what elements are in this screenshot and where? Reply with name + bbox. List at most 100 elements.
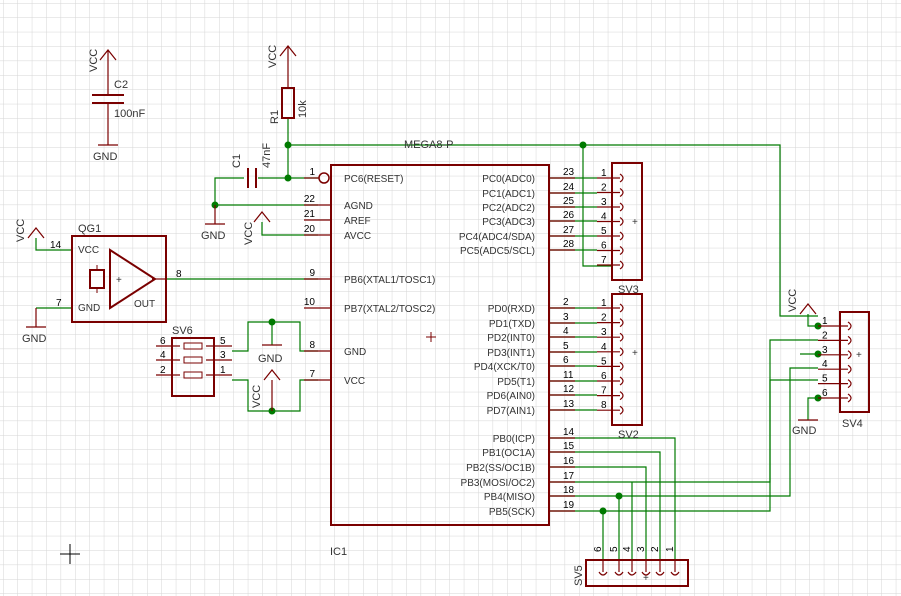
- capacitor-c2[interactable]: C2 100nF: [92, 79, 145, 125]
- header-pin-number: 2: [160, 365, 166, 376]
- header-pin-number: 3: [636, 546, 647, 552]
- svg-text:VCC: VCC: [15, 219, 27, 242]
- mcu-pin-number: 27: [563, 225, 575, 236]
- header-pin-number: 4: [822, 359, 828, 370]
- header-pin-socket: [641, 571, 651, 576]
- header-pin-socket: [614, 571, 624, 576]
- mcu-pin-number: 21: [304, 209, 316, 220]
- header-pin-number: 5: [822, 374, 828, 385]
- header-pin-number: 7: [601, 255, 607, 266]
- mcu-pin-number: 9: [309, 268, 315, 279]
- gnd-symbol: GND: [792, 419, 818, 437]
- resistor-r1[interactable]: R1 10k: [269, 87, 309, 124]
- svg-text:8: 8: [176, 269, 182, 280]
- mcu-pin-name: VCC: [344, 376, 365, 387]
- header-pin-pair: [183, 342, 203, 350]
- header-pin-number: 3: [601, 197, 607, 208]
- header-pin-number: 5: [220, 336, 226, 347]
- mcu-pin-number: 11: [563, 370, 574, 381]
- mcu-pin-name: PD5(T1): [497, 377, 535, 388]
- header-pin-socket: [619, 361, 624, 371]
- vcc-symbol: VCC: [243, 211, 271, 245]
- mcu-pin-number: 24: [563, 182, 575, 193]
- vcc-symbol: VCC: [15, 219, 45, 242]
- mcu-pin-number: 22: [304, 194, 316, 205]
- mcu-pin-number: 12: [563, 384, 575, 395]
- svg-text:C2: C2: [114, 79, 128, 91]
- oscillator-qg1[interactable]: QG1 VCC GND OUT + 14 7 8: [50, 223, 182, 323]
- mcu-pin-name: PB7(XTAL2/TOSC2): [344, 304, 435, 315]
- mcu-pin-name: PD0(RXD): [488, 304, 535, 315]
- header-pin-socket: [847, 393, 852, 403]
- header-pin-number: 3: [601, 327, 607, 338]
- mcu-pin-name: PC2(ADC2): [482, 203, 535, 214]
- header-pin-number: 2: [650, 546, 661, 552]
- svg-text:MEGA8-P: MEGA8-P: [404, 139, 454, 151]
- header-pin-number: 2: [822, 330, 828, 341]
- header-pin-number: 1: [601, 298, 607, 309]
- header-pin-number: 7: [601, 386, 607, 397]
- gnd-symbol: GND: [258, 344, 283, 365]
- header-pin-socket: [619, 391, 624, 401]
- gnd-symbol: GND: [22, 308, 47, 345]
- mcu-pin-number: 19: [563, 500, 575, 511]
- vcc-symbol: VCC: [251, 369, 281, 411]
- header-pin-pair: [183, 371, 203, 379]
- header-pin-number: 4: [601, 212, 607, 223]
- header-pin-number: 8: [601, 400, 607, 411]
- mcu-pin-name: PD7(AIN1): [487, 406, 535, 417]
- mcu-pin-name: PB4(MISO): [484, 492, 535, 503]
- header-pin-number: 5: [609, 546, 620, 552]
- mcu-pin-name: PC5(ADC5/SCL): [460, 246, 535, 257]
- header-pin-socket: [619, 188, 624, 197]
- svg-text:IC1: IC1: [330, 546, 347, 558]
- svg-text:VCC: VCC: [243, 222, 255, 245]
- header-pin-socket: [847, 379, 852, 389]
- mcu-pin-number: 10: [304, 297, 316, 308]
- header-pin-socket: [619, 303, 624, 313]
- origin-cross-icon: [60, 544, 80, 564]
- header-pin-socket: [619, 217, 624, 226]
- svg-text:SV4: SV4: [842, 418, 863, 430]
- header-pin-number: 3: [822, 345, 828, 356]
- header-pin-socket: [619, 376, 624, 386]
- header-pin-pair: [183, 356, 203, 364]
- header-pin-socket: [627, 571, 637, 576]
- mcu-pin-number: 6: [563, 355, 569, 366]
- header-pin-socket: [619, 231, 624, 241]
- header-pin-socket: [619, 405, 624, 415]
- header-pin-socket: [619, 318, 624, 328]
- mcu-pin-number: 17: [563, 471, 575, 482]
- svg-text:C1: C1: [231, 154, 243, 168]
- svg-text:R1: R1: [269, 110, 281, 124]
- svg-text:14: 14: [50, 240, 62, 251]
- capacitor-c1[interactable]: C1 47nF: [231, 143, 273, 188]
- mcu-pin-number: 28: [563, 239, 575, 250]
- header-pin-socket: [619, 246, 624, 255]
- header-pin-number: 5: [601, 226, 607, 237]
- mcu-left-pins: 1PC6(RESET)22AGND21AREF20AVCC9PB6(XTAL1/…: [304, 167, 435, 387]
- header-pin-number: 4: [601, 342, 607, 353]
- header-pin-number: 1: [665, 546, 676, 552]
- svg-text:10k: 10k: [297, 100, 309, 118]
- mcu-pin-number: 4: [563, 326, 569, 337]
- mcu-pin-name: PC6(RESET): [344, 174, 403, 185]
- header-pin-socket: [655, 571, 665, 576]
- microcontroller-ic1[interactable]: MEGA8-P IC1 1PC6(RESET)22AGND21AREF20AVC…: [304, 139, 575, 558]
- svg-text:VCC: VCC: [267, 45, 279, 68]
- svg-text:GND: GND: [22, 333, 47, 345]
- header-pin-socket: [619, 260, 624, 270]
- mcu-pin-name: AREF: [344, 216, 371, 227]
- header-pin-number: 2: [601, 183, 607, 194]
- svg-text:+: +: [632, 348, 638, 359]
- mcu-pin-name: PC0(ADC0): [482, 174, 535, 185]
- svg-text:SV6: SV6: [172, 325, 193, 337]
- svg-text:GND: GND: [792, 425, 817, 437]
